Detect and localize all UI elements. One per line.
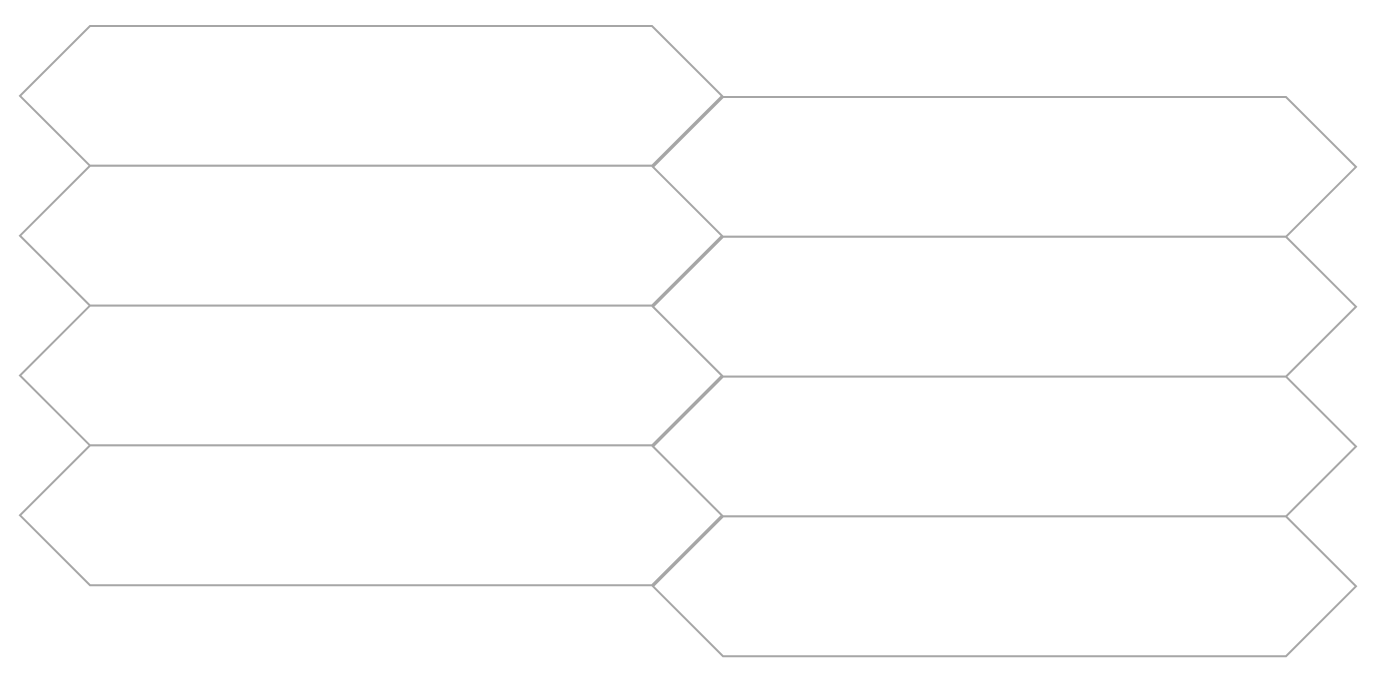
- left-column-tile-3: [18, 304, 724, 447]
- right-column-tile-2: [651, 235, 1358, 378]
- left-column-tile-1: [18, 25, 724, 167]
- right-column-tile-4: [651, 515, 1358, 658]
- right-column-tile-1: [651, 96, 1358, 238]
- tile-group: [18, 25, 1358, 658]
- left-column-tile-2: [18, 164, 724, 307]
- right-column-tile-3: [651, 375, 1358, 518]
- left-column-tile-4: [18, 444, 724, 587]
